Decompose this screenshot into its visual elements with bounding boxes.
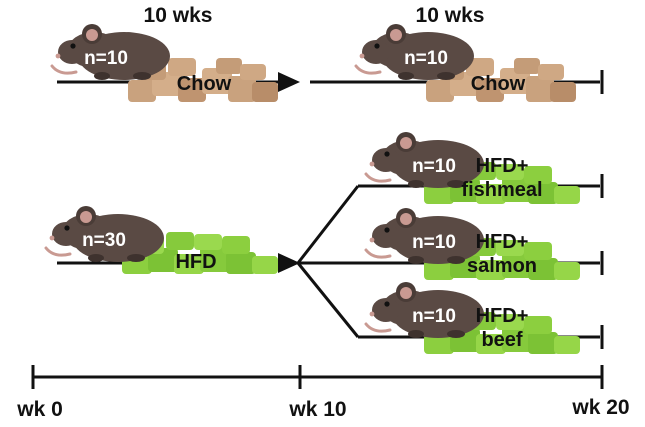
hfd-phase1-count: n=30: [82, 230, 126, 251]
branch-line-1: [296, 185, 360, 264]
timeline-label-start: wk 0: [16, 398, 63, 421]
branch-2-diet-line1: HFD+: [476, 231, 529, 253]
timeline-label-end: wk 20: [571, 396, 629, 419]
branch-1-diet-line1: HFD+: [476, 155, 529, 177]
branch-3-count: n=10: [412, 306, 456, 327]
branch-line-3: [296, 262, 360, 338]
branch-2-count: n=10: [412, 232, 456, 253]
timeline-label-mid: wk 10: [288, 398, 346, 421]
hfd-phase1-diet: HFD: [175, 251, 216, 273]
branch-1-count: n=10: [412, 156, 456, 177]
chow-phase1-diet: Chow: [177, 73, 232, 95]
chow-phase2-diet: Chow: [471, 73, 526, 95]
branch-3-diet-line1: HFD+: [476, 305, 529, 327]
branch-3-diet-line2: beef: [481, 329, 522, 351]
duration-label-first: 10 wks: [144, 4, 213, 27]
chow-phase1-count: n=10: [84, 48, 128, 69]
duration-label-second: 10 wks: [416, 4, 485, 27]
chow-phase2-count: n=10: [404, 48, 448, 69]
branch-2-diet-line2: salmon: [467, 255, 537, 277]
arrow-icon: [278, 253, 300, 273]
branch-1-diet-line2: fishmeal: [461, 179, 542, 201]
arrow-icon: [278, 72, 300, 92]
